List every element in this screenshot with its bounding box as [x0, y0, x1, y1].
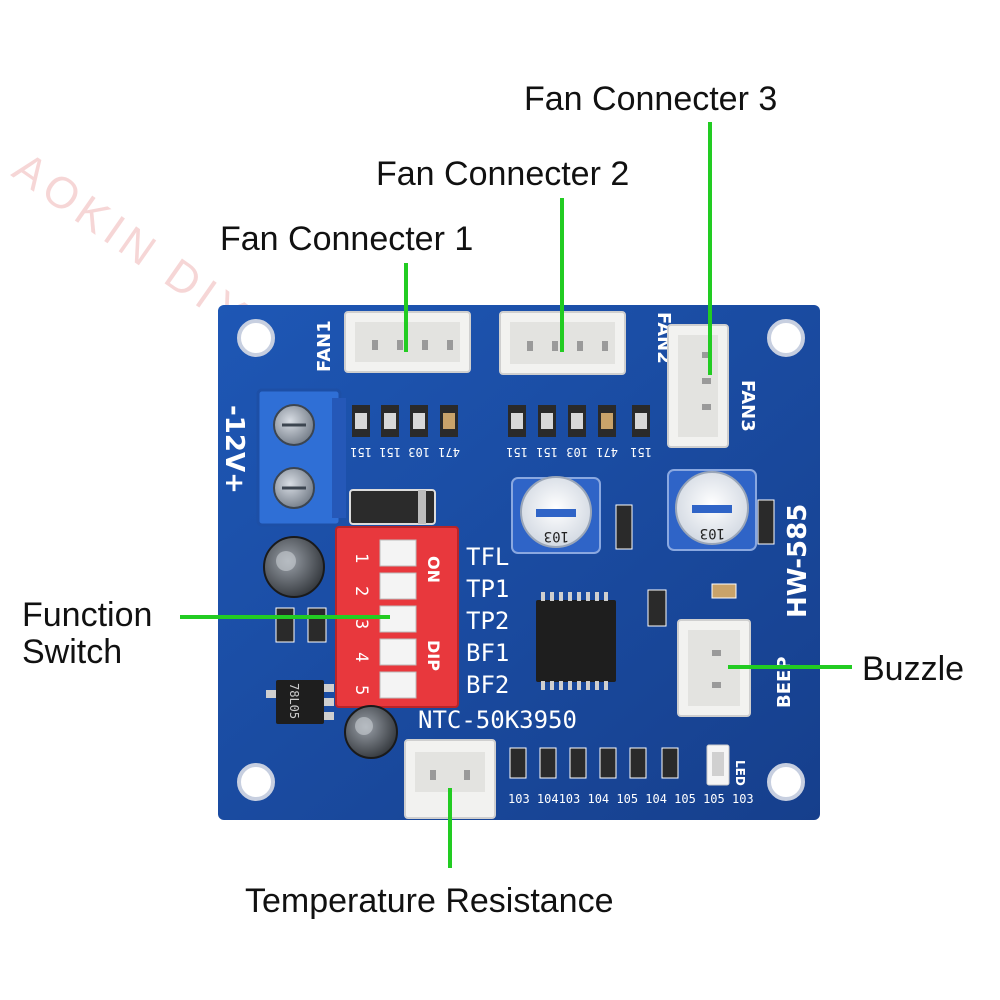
- smd-resistor: [307, 607, 327, 643]
- power-terminal-block: [256, 388, 346, 527]
- smd-resistor: [615, 504, 633, 550]
- electrolytic-capacitor: [263, 536, 325, 598]
- resistor-code: 471: [438, 445, 460, 459]
- temperature-sensor-connector: [404, 739, 496, 819]
- function-label: BF1: [466, 639, 509, 667]
- power-silkscreen: -12V+: [219, 405, 249, 494]
- fan3-connector: [667, 324, 729, 448]
- function-dip-switch: [335, 526, 459, 708]
- resistor-code: 471: [596, 445, 618, 459]
- function-label: TP1: [466, 575, 509, 603]
- mount-hole: [767, 319, 805, 357]
- pot-code: 103: [544, 528, 569, 544]
- smd-resistor: [647, 589, 667, 627]
- resistor-code: 151: [630, 445, 652, 459]
- electrolytic-capacitor: [344, 705, 398, 759]
- callout-temperature-resistance: Temperature Resistance: [245, 882, 614, 920]
- status-led: [706, 744, 730, 786]
- ntc-silkscreen: NTC-50K3950: [418, 706, 577, 734]
- voltage-regulator: 78L05: [266, 680, 334, 724]
- callout-fan-connecter-1: Fan Connecter 1: [220, 220, 473, 258]
- dip-number: 1: [351, 553, 371, 563]
- dip-number: 5: [351, 685, 371, 695]
- dip-number: 3: [351, 619, 371, 629]
- mount-hole: [237, 763, 275, 801]
- dip-on-label: ON: [424, 556, 443, 583]
- resistor-code: 151: [506, 445, 528, 459]
- dip-label: DIP: [424, 640, 443, 671]
- function-labels: TFL TP1 TP2 BF1 BF2: [466, 543, 509, 699]
- callout-buzzle: Buzzle: [862, 650, 964, 688]
- fan1-silkscreen: FAN1: [314, 320, 335, 372]
- mount-hole: [767, 763, 805, 801]
- pot-code: 103: [700, 525, 725, 541]
- bottom-resistor-codes: 103 104103 104 105 104 105 105 103: [508, 792, 754, 806]
- diode: [349, 489, 436, 525]
- beep-silkscreen: BEEP: [774, 656, 795, 708]
- resistor-code: 103: [566, 445, 588, 459]
- callout-fan-connecter-2: Fan Connecter 2: [376, 155, 629, 193]
- resistor-code: 103: [408, 445, 430, 459]
- potentiometer-1: 103: [511, 476, 601, 554]
- function-label: TFL: [466, 543, 509, 571]
- function-label: BF2: [466, 671, 509, 699]
- callout-fan-connecter-3: Fan Connecter 3: [524, 80, 777, 118]
- resistor-row-2: [508, 405, 650, 437]
- smd-capacitor: [711, 583, 737, 599]
- resistor-code: 151: [379, 445, 401, 459]
- function-label: TP2: [466, 607, 509, 635]
- resistor-code: 151: [536, 445, 558, 459]
- regulator-code: 78L05: [287, 683, 301, 719]
- callout-function-switch-line2: Switch: [22, 633, 122, 671]
- potentiometer-2: 103: [667, 469, 757, 551]
- ic-chip: [536, 592, 616, 690]
- mount-hole: [237, 319, 275, 357]
- smd-resistor: [757, 499, 775, 545]
- leader-lines: [180, 122, 852, 868]
- smd-resistor: [275, 607, 295, 643]
- resistor-row-1: [352, 405, 458, 437]
- fan3-silkscreen: FAN3: [737, 380, 758, 432]
- bottom-resistor-row: [509, 747, 679, 779]
- dip-number: 2: [351, 586, 371, 596]
- dip-number: 4: [351, 652, 371, 662]
- dip-numbers: 1 2 3 4 5: [351, 553, 371, 695]
- callout-function-switch-line1: Function: [22, 596, 152, 634]
- resistor-row-1-codes: 151 151 103 471: [350, 445, 460, 459]
- model-silkscreen: HW-585: [783, 504, 813, 618]
- led-silkscreen: LED: [733, 760, 747, 786]
- resistor-code: 151: [350, 445, 372, 459]
- buzzer-connector: [677, 619, 751, 717]
- resistor-row-2-codes: 151 151 103 471 151: [506, 445, 652, 459]
